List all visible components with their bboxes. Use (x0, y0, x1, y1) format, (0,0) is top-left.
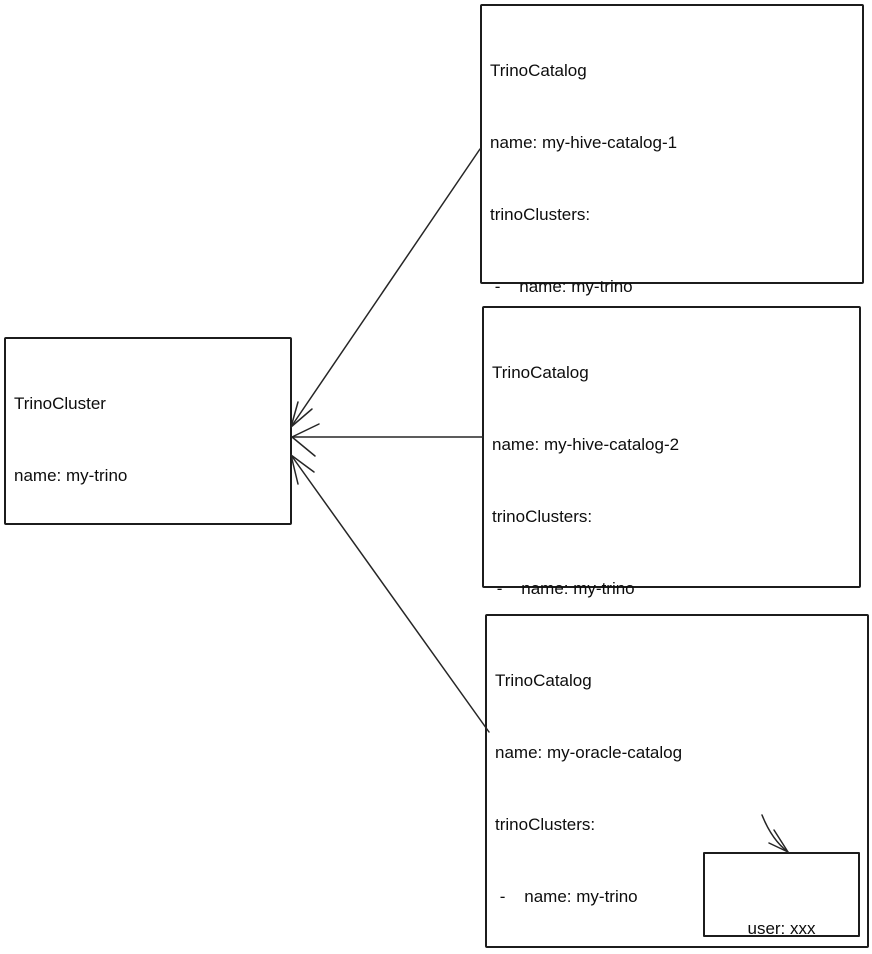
connector-line (290, 454, 490, 733)
yaml-line: name: my-hive-catalog-2 (492, 435, 680, 454)
secret-line: user: xxx (747, 919, 816, 938)
trinocluster-box: TrinoCluster name: my-trino (4, 337, 292, 525)
trinocatalog-box-hive-1: TrinoCatalog name: my-hive-catalog-1 tri… (480, 4, 864, 656)
box-title: TrinoCatalog (490, 61, 587, 80)
box-title: TrinoCatalog (495, 671, 592, 690)
yaml-line: - name: my-trino (495, 887, 638, 906)
yaml-line: trinoClusters: (492, 507, 593, 526)
credentials-secret-box: user: xxx password: xxx (703, 852, 860, 938)
yaml-line: - name: my-trino (492, 579, 635, 598)
arrowhead-icon (290, 454, 315, 485)
connector-catalog1-to-cluster (290, 148, 481, 428)
yaml-line: trinoClusters: (490, 205, 591, 224)
arrowhead-icon (290, 401, 313, 428)
yaml-line: name: my-hive-catalog-1 (490, 133, 678, 152)
connector-catalog3-to-cluster (290, 454, 490, 733)
connector-line (290, 148, 481, 428)
box-title: TrinoCatalog (492, 363, 589, 382)
yaml-line: name: my-oracle-catalog (495, 743, 683, 762)
yaml-line: - name: my-trino (490, 277, 633, 296)
trinocatalog-box-oracle: TrinoCatalog name: my-oracle-catalog tri… (485, 614, 869, 948)
yaml-line: trinoClusters: (495, 815, 596, 834)
connector-catalog2-to-cluster (291, 423, 484, 457)
arrowhead-icon (291, 423, 320, 457)
yaml-line: name: my-trino (14, 466, 128, 485)
trinocatalog-box-hive-2: TrinoCatalog name: my-hive-catalog-2 tri… (482, 306, 861, 886)
box-title: TrinoCluster (14, 394, 106, 413)
